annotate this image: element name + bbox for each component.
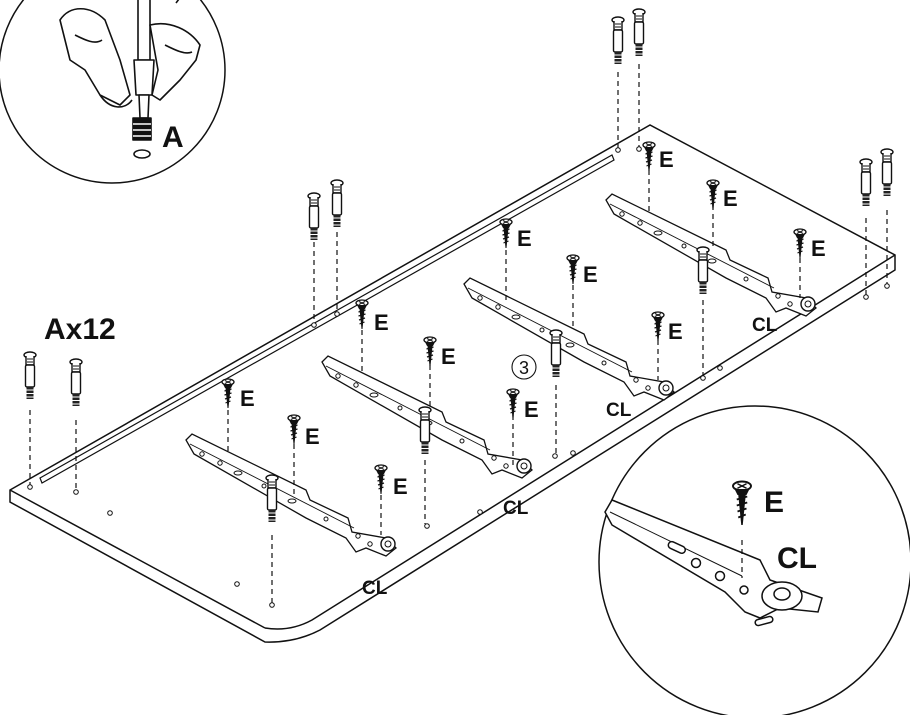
callout-screw-label: E bbox=[764, 486, 784, 519]
screw-label-e: E bbox=[583, 262, 598, 287]
cam-dowel-icon bbox=[330, 179, 344, 228]
screwdriver-hand-icon bbox=[59, 0, 201, 159]
screw-label-e: E bbox=[668, 319, 683, 344]
screw-label-e: E bbox=[524, 397, 539, 422]
screw-label-e: E bbox=[374, 310, 389, 335]
screw-label-e: E bbox=[517, 226, 532, 251]
callout-bottom: E CL bbox=[598, 405, 910, 715]
drawer-rail-icon bbox=[604, 499, 823, 627]
screw-label-e: E bbox=[811, 236, 826, 261]
step-badge: 3 bbox=[511, 354, 537, 380]
callout-top-label: A bbox=[162, 121, 184, 154]
cam-dowel-icon bbox=[23, 351, 37, 400]
screw-label-e: E bbox=[441, 344, 456, 369]
screw-label-e: E bbox=[659, 147, 674, 172]
screw-label-e: E bbox=[305, 424, 320, 449]
rail-label-cl: CL bbox=[606, 400, 632, 421]
rail-label-cl: CL bbox=[752, 315, 778, 336]
quantity-label: Ax12 bbox=[44, 313, 116, 346]
cam-dowel-icon bbox=[307, 192, 321, 241]
board-holes bbox=[27, 146, 890, 608]
cam-dowel-icon bbox=[880, 148, 894, 197]
cam-dowel-icon bbox=[859, 158, 873, 207]
board-panel bbox=[9, 124, 896, 643]
rail-label-cl: CL bbox=[362, 578, 388, 599]
board-groove bbox=[39, 154, 615, 484]
screw-label-e: E bbox=[393, 474, 408, 499]
cam-dowel-icon bbox=[69, 358, 83, 407]
cam-dowel-icon bbox=[611, 16, 625, 65]
screw-label-e: E bbox=[723, 186, 738, 211]
cam-dowel-icon bbox=[632, 8, 646, 57]
screw-label-e: E bbox=[240, 386, 255, 411]
callout-top: A bbox=[0, 0, 226, 184]
step-number: 3 bbox=[519, 358, 529, 378]
callout-rail-label: CL bbox=[777, 542, 817, 575]
rail-label-cl: CL bbox=[503, 498, 529, 519]
guide-lines bbox=[29, 64, 888, 603]
